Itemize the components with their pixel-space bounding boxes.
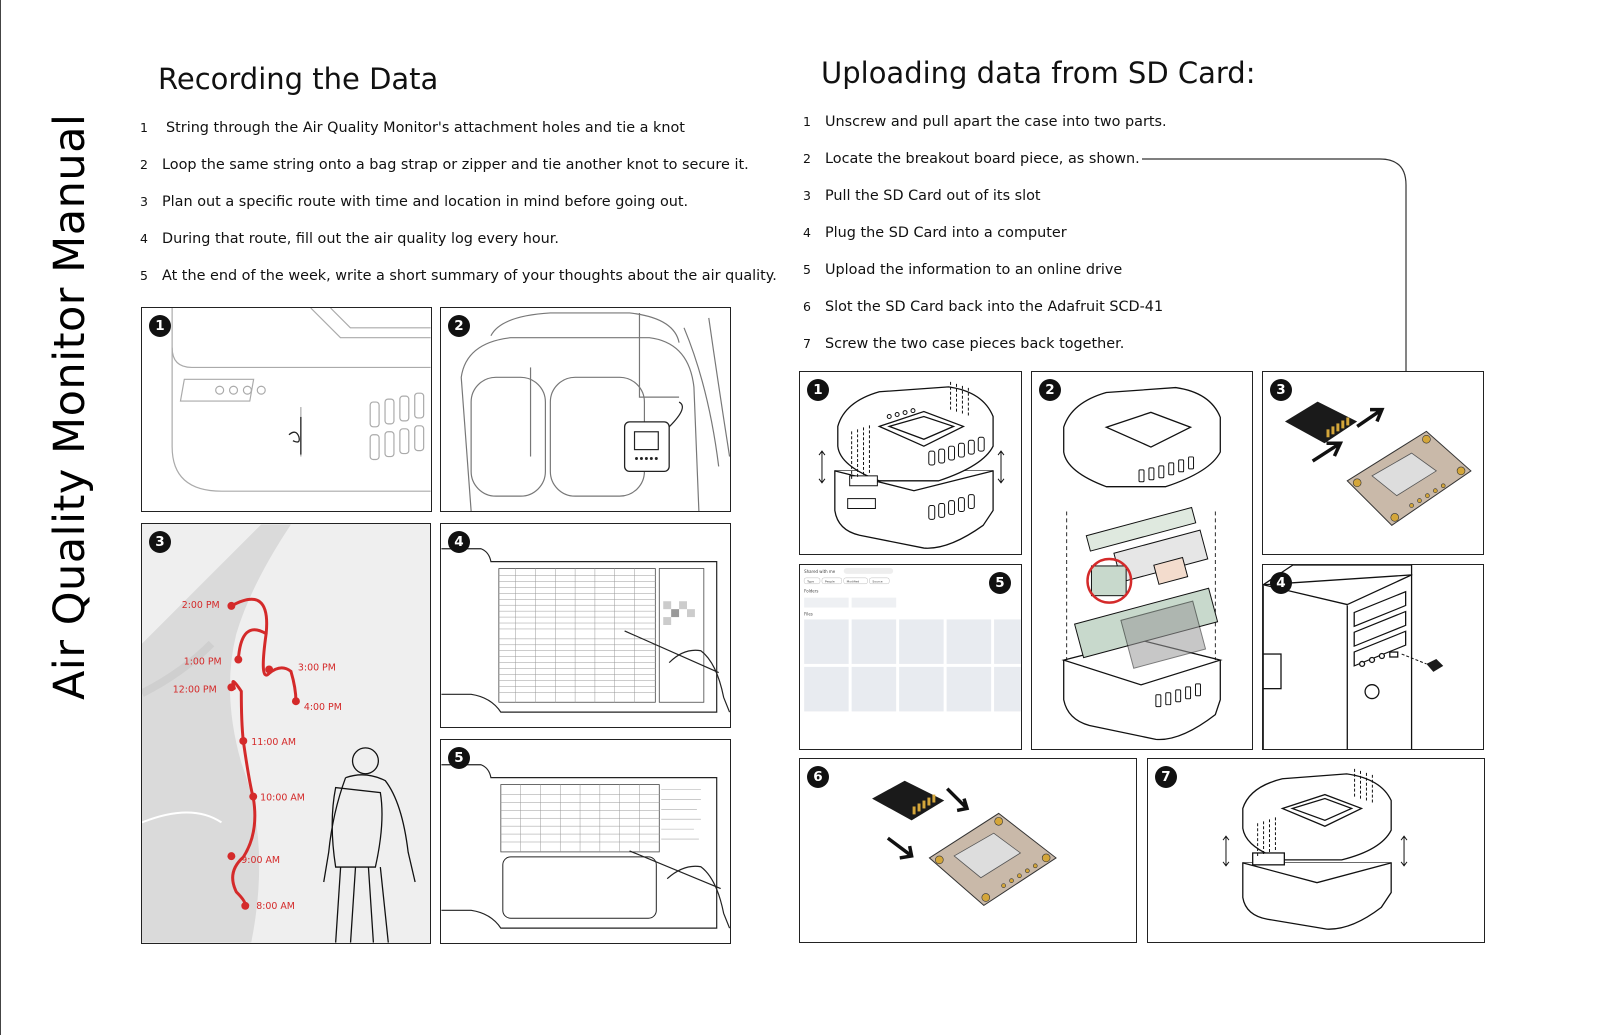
step-badge: 1: [149, 315, 171, 337]
step-text: Upload the information to an online driv…: [825, 262, 1123, 278]
step-badge: 5: [448, 747, 470, 769]
step-number: 1: [803, 114, 811, 129]
route-time-label: 2:00 PM: [182, 600, 220, 611]
route-time-label: 3:00 PM: [298, 662, 336, 673]
step-badge: 3: [1270, 379, 1292, 401]
summary-writing-illustration: [441, 764, 730, 929]
page-left-border: [0, 0, 1, 1035]
route-map-illustration: 2:00 PM 1:00 PM 3:00 PM 12:00 PM 4:00 PM…: [142, 524, 416, 943]
step-text: At the end of the week, write a short su…: [162, 268, 777, 284]
recording-panel-5-summary: 5: [440, 739, 731, 944]
step-number: 2: [140, 157, 148, 172]
recording-panel-2: 2: [440, 307, 731, 512]
route-time-label: 12:00 PM: [173, 684, 217, 695]
step-badge: 4: [448, 531, 470, 553]
drive-filter: Source: [872, 579, 882, 583]
route-time-label: 9:00 AM: [241, 855, 280, 866]
route-time-label: 4:00 PM: [304, 702, 342, 713]
step-text: Loop the same string onto a bag strap or…: [162, 157, 749, 173]
route-time-label: 1:00 PM: [184, 656, 222, 667]
drive-filter: Type: [806, 579, 814, 583]
drive-files-label: Files: [804, 611, 813, 616]
monitor-closeup-illustration: [171, 308, 431, 492]
recording-panel-1: 1: [141, 307, 432, 512]
case-unscrew-illustration: [818, 381, 1005, 549]
step-number: 1: [140, 120, 148, 135]
step-text: String through the Air Quality Monitor's…: [166, 120, 685, 136]
upload-panel-1-unscrew: 1: [799, 371, 1022, 555]
drive-folders-label: Folders: [804, 589, 818, 594]
sd-card-insert-illustration: [872, 780, 1057, 907]
manual-title: Air Quality Monitor Manual: [45, 113, 95, 700]
route-time-label: 10:00 AM: [260, 793, 305, 804]
step-badge: 2: [448, 315, 470, 337]
step-number: 5: [803, 262, 811, 277]
step-badge: 1: [807, 379, 829, 401]
upload-panel-2-breakout: 2: [1031, 371, 1253, 750]
step-number: 2: [803, 151, 811, 166]
step-text: During that route, fill out the air qual…: [162, 231, 559, 247]
route-time-label: 11:00 AM: [251, 737, 296, 748]
step-number: 4: [803, 225, 811, 240]
step-badge: 5: [989, 572, 1011, 594]
step-badge: 6: [807, 766, 829, 788]
step-number: 6: [803, 299, 811, 314]
drive-filter: Modified: [847, 579, 860, 583]
step-number: 3: [140, 194, 148, 209]
case-reassemble-illustration: [1222, 768, 1408, 930]
recording-section-title: Recording the Data: [158, 62, 439, 96]
upload-panel-3-sd-out: 3: [1262, 371, 1484, 555]
drive-location-label: Shared with me: [804, 569, 836, 574]
sd-card-removal-illustration: [1284, 401, 1472, 526]
step-badge: 7: [1155, 766, 1177, 788]
step-text: Unscrew and pull apart the case into two…: [825, 114, 1167, 130]
drive-filter: People: [825, 579, 835, 583]
online-drive-screenshot: Shared with me Type People Modified Sour…: [803, 567, 1021, 712]
recording-panel-4-log: 4: [440, 523, 731, 728]
step-text: Screw the two case pieces back together.: [825, 336, 1125, 352]
step-badge: 4: [1270, 572, 1292, 594]
step-badge: 2: [1039, 379, 1061, 401]
step-text: Slot the SD Card back into the Adafruit …: [825, 299, 1164, 315]
step-number: 5: [140, 268, 148, 283]
step-number: 7: [803, 336, 811, 351]
computer-tower-illustration: [1263, 565, 1444, 749]
upload-panel-5-drive: 5 Shared with me Type People Modified So…: [799, 564, 1022, 750]
step-text: Plug the SD Card into a computer: [825, 225, 1067, 241]
step-text: Locate the breakout board piece, as show…: [825, 151, 1140, 167]
upload-panel-4-computer: 4: [1262, 564, 1484, 750]
recording-panel-3-route-map: 3 2:00 PM 1:00 PM 3:00 PM 12:00 PM 4:00 …: [141, 523, 431, 944]
step-number: 3: [803, 188, 811, 203]
upload-panel-6-sd-in: 6: [799, 758, 1137, 943]
step-text: Pull the SD Card out of its slot: [825, 188, 1041, 204]
step-number: 4: [140, 231, 148, 246]
uploading-section-title: Uploading data from SD Card:: [821, 56, 1256, 90]
step-text: Plan out a specific route with time and …: [162, 194, 689, 210]
route-time-label: 8:00 AM: [256, 901, 295, 912]
exploded-assembly-illustration: [1061, 386, 1223, 741]
step-badge: 3: [149, 531, 171, 553]
upload-panel-7-reassemble: 7: [1147, 758, 1485, 943]
backpack-illustration: [460, 312, 730, 511]
air-quality-log-illustration: [441, 548, 730, 713]
